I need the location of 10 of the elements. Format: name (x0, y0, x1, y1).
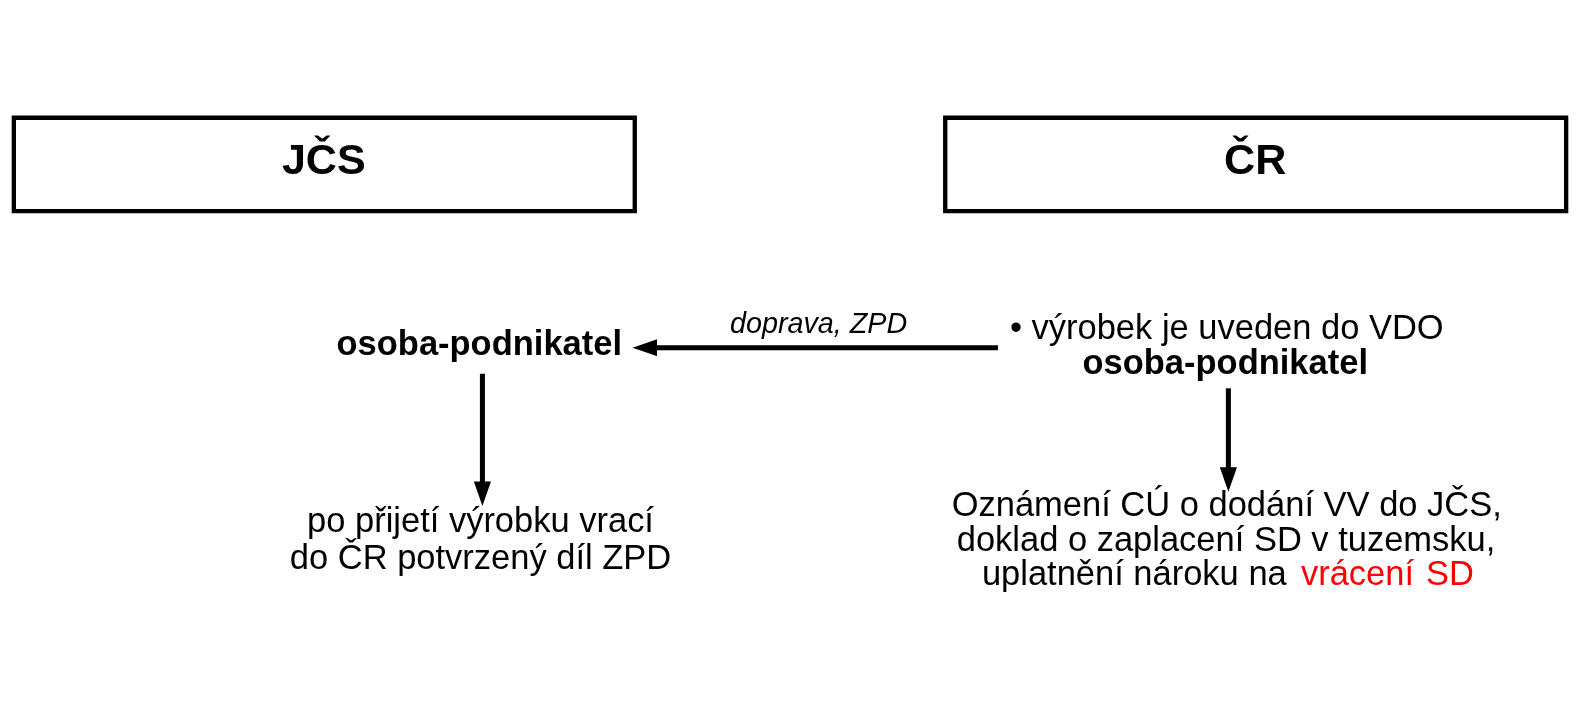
node-box: JČS (11, 115, 637, 214)
node-text: po přijetí výrobku vrací do ČR potvrzený díl ZPD (289, 500, 672, 577)
node-text: • výrobek je uveden do VDO osoba-podnikatel (1009, 308, 1444, 381)
arrow (1219, 388, 1237, 492)
node-text: osoba-podnikatel (336, 324, 623, 363)
node-box: ČR (943, 115, 1569, 214)
arrow (473, 373, 491, 506)
node-text: Oznámení CÚ o dodání VV do JČS, doklad o zaplacení SD v tuzemsku, uplatnění nároku na vrácení SD (951, 485, 1502, 593)
arrow (632, 339, 998, 357)
edge-label: doprava, ZPD (729, 307, 908, 340)
